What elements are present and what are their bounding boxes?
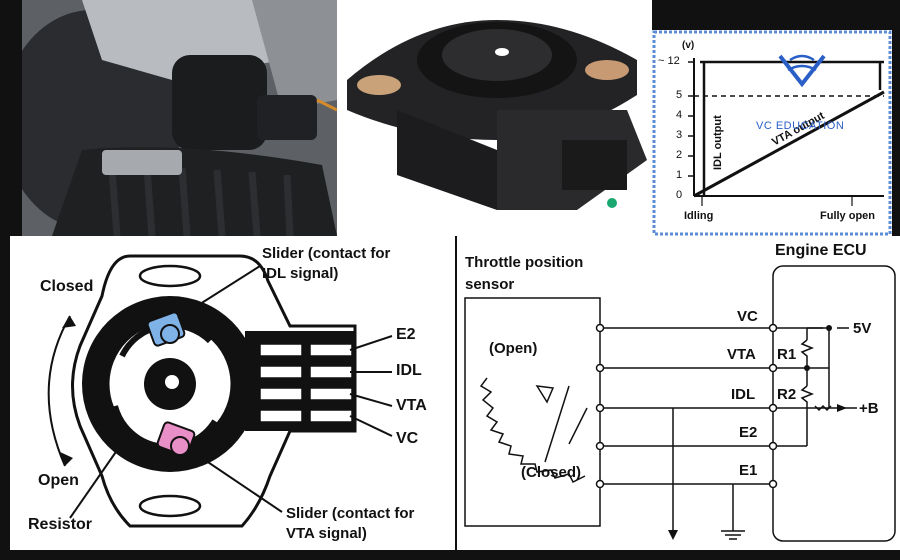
y-tick-2: 2: [676, 149, 683, 161]
terminal-e1: E1: [739, 462, 758, 479]
resistor-label: Resistor: [28, 516, 93, 533]
output-graph-panel: (v) ~ 12 5 4 3 2 1 0 IDL output VTA outp…: [652, 30, 892, 236]
engine-photo-panel: [22, 0, 337, 236]
mount-hole-top: [138, 264, 202, 288]
output-graph: [652, 30, 892, 236]
vta-slider: [156, 421, 196, 457]
wiper-arrow-icon: [535, 385, 555, 404]
vc-education-logo-icon: [778, 54, 826, 88]
sensor-resistor-track: [479, 377, 586, 484]
mount-hole-bottom: [138, 494, 202, 518]
plus-b-label: +B: [859, 400, 879, 417]
ecu-box: [772, 265, 896, 542]
y-tick-12: ~ 12: [658, 55, 680, 67]
sensor-box: [464, 297, 601, 527]
terminal-vc-label: VC: [396, 430, 419, 447]
slider-vta-label: Slider (contact for VTA signal): [286, 505, 415, 542]
rotation-arrow-open-icon: [60, 452, 73, 466]
watermark-text: VC EDUCATION: [756, 120, 845, 132]
rotation-arrow-closed-icon: [62, 316, 76, 328]
circuit-panel: Throttle position sensor Engine ECU (Ope…: [457, 236, 900, 550]
supply-5v-label: 5V: [853, 320, 872, 337]
x-label-fully-open: Fully open: [820, 210, 875, 222]
y-tick-1: 1: [676, 169, 683, 181]
ecu-title: Engine ECU: [775, 242, 867, 259]
sensor-title: Throttle position sensor: [465, 254, 584, 293]
terminal-vta: VTA: [727, 346, 756, 363]
terminal-e2-label: E2: [396, 326, 416, 343]
terminal-idl-label: IDL: [396, 362, 422, 379]
idl-slider: [146, 311, 186, 347]
y-tick-5: 5: [676, 89, 683, 101]
circuit-diagram: [464, 265, 896, 542]
down-arrow-icon: [668, 530, 678, 540]
open-switch-label: (Open): [489, 340, 538, 357]
terminal-vta-label: VTA: [396, 397, 427, 414]
closed-label: Closed: [40, 278, 94, 295]
sensor-photo-panel: [337, 0, 652, 236]
y-tick-0: 0: [676, 189, 683, 201]
closed-switch-label: (Closed): [521, 464, 581, 481]
r2-label: R2: [777, 386, 797, 403]
slider-idl-label: Slider (contact for IDL signal): [262, 245, 391, 282]
idl-output-label: IDL output: [712, 115, 724, 170]
sensor-diagram-panel: Slider (contact for IDL signal) Closed E…: [10, 236, 455, 550]
r1-label: R1: [777, 346, 797, 363]
throttle-sensor-image: [337, 0, 652, 236]
y-unit-label: (v): [682, 40, 695, 51]
x-label-idling: Idling: [684, 210, 714, 222]
rotation-arc: [47, 315, 71, 467]
terminal-vc: VC: [737, 308, 758, 325]
terminal-e2: E2: [739, 424, 758, 441]
y-tick-3: 3: [676, 129, 683, 141]
terminal-idl: IDL: [731, 386, 756, 403]
vta-output-line: [693, 90, 885, 198]
open-label: Open: [38, 472, 79, 489]
engine-throttle-body-image: [22, 0, 337, 236]
sensor-internal-diagram: [47, 254, 393, 528]
y-tick-4: 4: [676, 109, 683, 121]
